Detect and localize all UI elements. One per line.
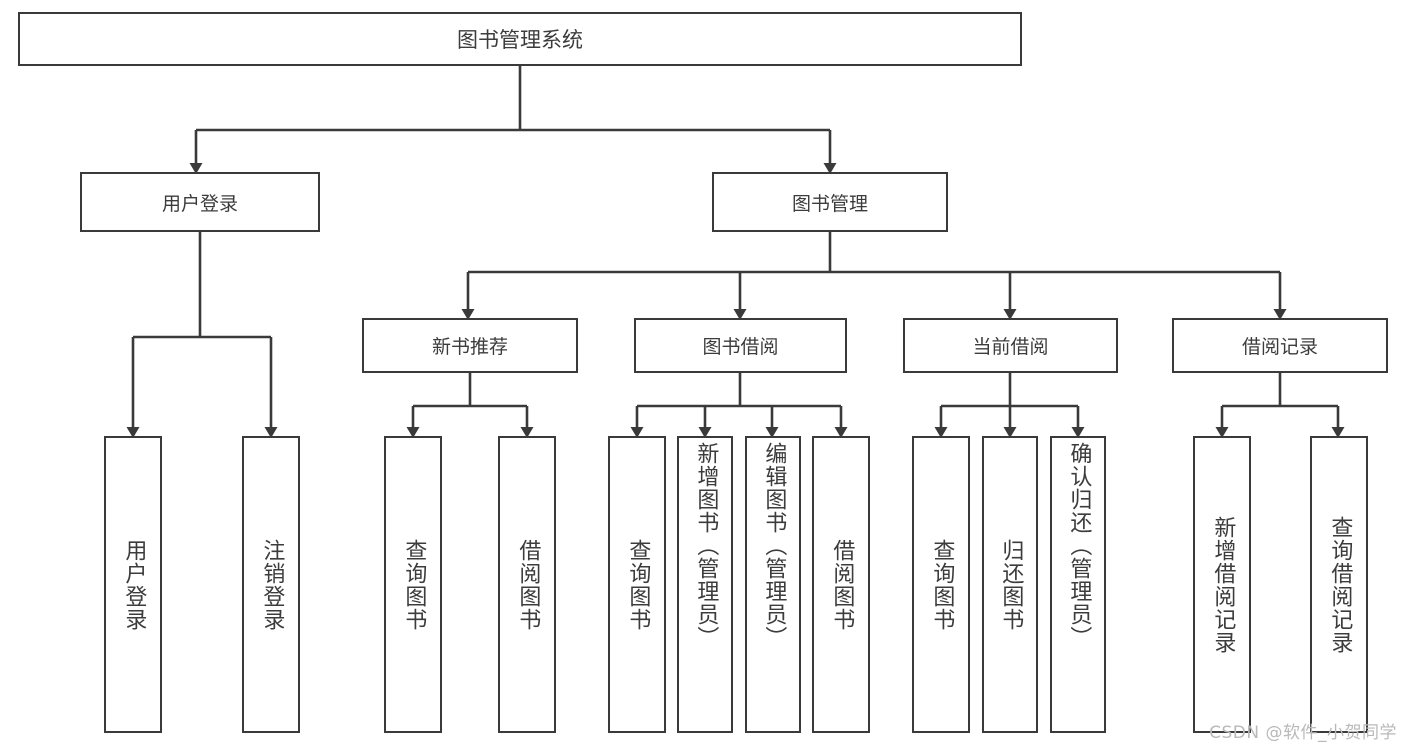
- leaf-new-borrow-book[interactable]: 借阅图书: [498, 436, 556, 733]
- leaf-new-query-book-label: 查询图书: [401, 538, 427, 631]
- node-root[interactable]: 图书管理系统: [18, 12, 1022, 66]
- leaf-current-query-book-label: 查询图书: [929, 538, 955, 631]
- leaf-record-add[interactable]: 新增借阅记录: [1193, 436, 1251, 733]
- node-user-login[interactable]: 用户登录: [80, 172, 320, 232]
- leaf-record-query[interactable]: 查询借阅记录: [1310, 436, 1368, 733]
- leaf-current-return-book[interactable]: 归还图书: [982, 436, 1038, 733]
- leaf-user-login-label: 用户登录: [121, 538, 147, 631]
- leaf-borrow-add-book-label: 新增图书（管理员）: [693, 442, 719, 649]
- node-new-book-recommend-label: 新书推荐: [431, 336, 508, 358]
- node-book-borrow-label: 图书借阅: [702, 336, 779, 358]
- leaf-new-query-book[interactable]: 查询图书: [384, 436, 442, 733]
- leaf-borrow-query-book[interactable]: 查询图书: [608, 436, 666, 733]
- leaf-record-add-label: 新增借阅记录: [1210, 515, 1236, 654]
- node-borrow-record-label: 借阅记录: [1241, 336, 1318, 358]
- leaf-user-logout[interactable]: 注销登录: [242, 436, 300, 733]
- leaf-borrow-borrow-book-label: 借阅图书: [829, 538, 855, 631]
- leaf-current-confirm-return[interactable]: 确认归还（管理员）: [1050, 436, 1106, 733]
- leaf-borrow-edit-book-label: 编辑图书（管理员）: [761, 442, 787, 649]
- node-root-label: 图书管理系统: [457, 28, 583, 52]
- leaf-user-logout-label: 注销登录: [259, 538, 285, 631]
- node-current-borrow-label: 当前借阅: [972, 336, 1049, 358]
- leaf-borrow-add-book[interactable]: 新增图书（管理员）: [677, 436, 733, 733]
- node-borrow-record[interactable]: 借阅记录: [1172, 318, 1388, 373]
- node-new-book-recommend[interactable]: 新书推荐: [362, 318, 578, 373]
- node-book-borrow[interactable]: 图书借阅: [634, 318, 847, 373]
- leaf-user-login[interactable]: 用户登录: [104, 436, 162, 733]
- node-book-manage-label: 图书管理: [791, 192, 868, 215]
- leaf-borrow-borrow-book[interactable]: 借阅图书: [812, 436, 870, 733]
- leaf-current-confirm-return-label: 确认归还（管理员）: [1066, 442, 1092, 649]
- leaf-current-query-book[interactable]: 查询图书: [912, 436, 970, 733]
- node-book-manage[interactable]: 图书管理: [712, 172, 948, 232]
- node-user-login-label: 用户登录: [161, 192, 238, 215]
- leaf-borrow-edit-book[interactable]: 编辑图书（管理员）: [745, 436, 801, 733]
- leaf-record-query-label: 查询借阅记录: [1327, 515, 1353, 654]
- leaf-new-borrow-book-label: 借阅图书: [515, 538, 541, 631]
- node-current-borrow[interactable]: 当前借阅: [903, 318, 1118, 373]
- leaf-current-return-book-label: 归还图书: [998, 538, 1024, 631]
- csdn-watermark: CSDN @软件_小贺同学: [1209, 723, 1397, 743]
- leaf-borrow-query-book-label: 查询图书: [625, 538, 651, 631]
